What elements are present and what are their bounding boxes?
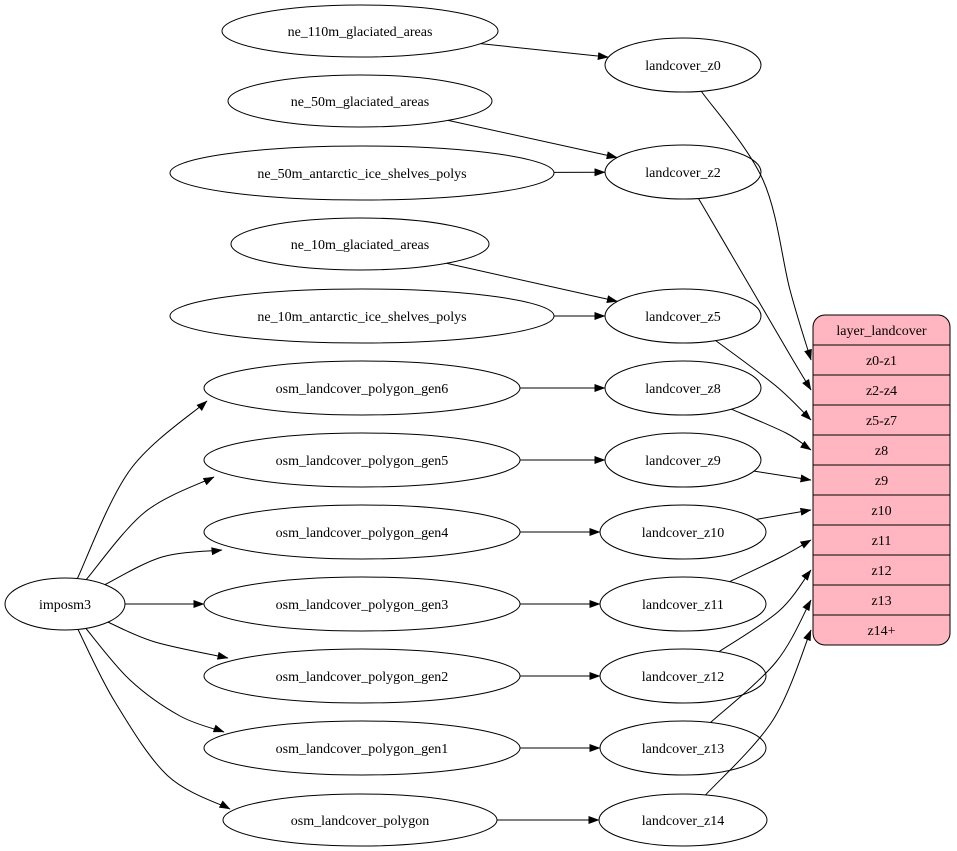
- node-ellipse: [169, 145, 555, 201]
- table-row-z2-z4: z2-z4: [866, 384, 897, 399]
- node-osm-landcover-polygon-gen6: osm_landcover_polygon_gen6: [203, 360, 521, 416]
- edge-landcover-z10-to-row-z10: [756, 507, 812, 520]
- node-ellipse: [230, 217, 490, 271]
- node-label: landcover_z0: [645, 59, 720, 74]
- node-label: osm_landcover_polygon_gen3: [276, 598, 449, 613]
- node-landcover-z10: landcover_z10: [599, 504, 767, 560]
- node-osm-landcover-polygon-gen4: osm_landcover_polygon_gen4: [203, 504, 521, 560]
- node-osm-landcover-polygon-gen1: osm_landcover_polygon_gen1: [203, 720, 521, 776]
- node-label: osm_landcover_polygon: [291, 814, 429, 829]
- edge-landcover-z14-to-row-z14-: [705, 629, 812, 796]
- node-imposm3: imposm3: [4, 577, 126, 631]
- node-label: osm_landcover_polygon_gen4: [276, 526, 449, 541]
- node-landcover-z0: landcover_z0: [604, 37, 762, 93]
- node-osm-landcover-polygon-gen3: osm_landcover_polygon_gen3: [203, 576, 521, 632]
- node-landcover-z2: landcover_z2: [604, 144, 762, 200]
- edge-imposm3-to-osm-landcover-polygon-gen5: [85, 476, 215, 580]
- node-landcover-z13: landcover_z13: [599, 720, 767, 776]
- node-label: ne_110m_glaciated_areas: [288, 25, 433, 40]
- table-row-z0-z1: z0-z1: [866, 354, 897, 369]
- node-ellipse: [227, 74, 493, 128]
- node-label: ne_10m_antarctic_ice_shelves_polys: [257, 310, 466, 325]
- node-ne-50m-antarctic-ice-shelves-polys: ne_50m_antarctic_ice_shelves_polys: [169, 145, 555, 201]
- node-label: landcover_z11: [642, 598, 724, 613]
- node-landcover-z8: landcover_z8: [604, 360, 762, 416]
- table-row-z12: z12: [871, 564, 891, 579]
- node-label: landcover_z5: [645, 310, 720, 325]
- node-label: ne_10m_glaciated_areas: [291, 238, 429, 253]
- node-label: osm_landcover_polygon_gen5: [276, 454, 449, 469]
- node-ne-50m-glaciated-areas: ne_50m_glaciated_areas: [227, 74, 493, 128]
- edge-landcover-z0-to-row-z0-z1: [700, 90, 812, 361]
- table-row-z9: z9: [875, 474, 888, 489]
- edge-ne-110m-glaciated-areas-to-landcover-z0: [480, 43, 609, 61]
- node-landcover-z11: landcover_z11: [599, 576, 767, 632]
- node-osm-landcover-polygon: osm_landcover_polygon: [222, 793, 498, 847]
- node-label: osm_landcover_polygon_gen6: [276, 382, 449, 397]
- node-label: landcover_z2: [645, 166, 720, 181]
- edge-imposm3-to-osm-landcover-polygon-gen4: [104, 547, 223, 586]
- node-landcover-z5: landcover_z5: [604, 288, 762, 344]
- node-label: landcover_z8: [645, 382, 720, 397]
- node-label: osm_landcover_polygon_gen1: [276, 742, 449, 757]
- edge-ne-10m-glaciated-areas-to-landcover-z5: [446, 262, 618, 304]
- node-osm-landcover-polygon-gen5: osm_landcover_polygon_gen5: [203, 432, 521, 488]
- node-label: ne_50m_antarctic_ice_shelves_polys: [257, 167, 466, 182]
- node-label: imposm3: [39, 598, 91, 613]
- node-label: landcover_z13: [642, 742, 724, 757]
- table-outline: [812, 314, 951, 646]
- edge-landcover-z12-to-row-z12: [718, 569, 812, 653]
- edge-landcover-z5-to-row-z5-z7: [715, 340, 812, 421]
- edge-landcover-z2-to-row-z2-z4: [698, 198, 812, 391]
- edge-landcover-z13-to-row-z13: [710, 599, 812, 723]
- node-ellipse: [604, 37, 762, 93]
- node-label: landcover_z10: [642, 526, 724, 541]
- table-row-z11: z11: [872, 534, 892, 549]
- node-label: landcover_z14: [642, 814, 724, 829]
- node-label: landcover_z12: [642, 670, 724, 685]
- table-row-z8: z8: [875, 444, 888, 459]
- table-row-z5-z7: z5-z7: [866, 414, 897, 429]
- node-label: ne_50m_glaciated_areas: [291, 95, 429, 110]
- node-ne-10m-glaciated-areas: ne_10m_glaciated_areas: [230, 217, 490, 271]
- edge-imposm3-to-osm-landcover-polygon-gen1: [85, 628, 225, 733]
- node-label: landcover_z9: [645, 454, 720, 469]
- edge-landcover-z11-to-row-z11: [729, 539, 812, 583]
- node-landcover-z9: landcover_z9: [604, 432, 762, 488]
- node-osm-landcover-polygon-gen2: osm_landcover_polygon_gen2: [203, 648, 521, 704]
- edge-landcover-z9-to-row-z9: [754, 470, 812, 483]
- node-label: osm_landcover_polygon_gen2: [276, 670, 449, 685]
- table-row-z13: z13: [871, 594, 891, 609]
- edge-imposm3-to-osm-landcover-polygon: [77, 629, 231, 810]
- table-row-z14-: z14+: [867, 624, 895, 639]
- node-ne-10m-antarctic-ice-shelves-polys: ne_10m_antarctic_ice_shelves_polys: [169, 288, 555, 344]
- edge-ne-50m-glaciated-areas-to-landcover-z2: [447, 119, 618, 160]
- table-row-z10: z10: [871, 504, 891, 519]
- node-landcover-z14: landcover_z14: [598, 793, 768, 847]
- edge-landcover-z8-to-row-z8: [731, 408, 812, 451]
- node-landcover-z12: landcover_z12: [599, 648, 767, 704]
- table-header-label: layer_landcover: [836, 324, 927, 339]
- node-ne-110m-glaciated-areas: ne_110m_glaciated_areas: [221, 4, 499, 58]
- edge-imposm3-to-osm-landcover-polygon-gen6: [76, 400, 208, 579]
- node-ellipse: [221, 4, 499, 58]
- edge-imposm3-to-osm-landcover-polygon-gen2: [107, 621, 229, 660]
- table-layer-landcover: layer_landcover z0-z1 z2-z4 z5-z7 z8 z9 z10 z11…: [812, 314, 951, 646]
